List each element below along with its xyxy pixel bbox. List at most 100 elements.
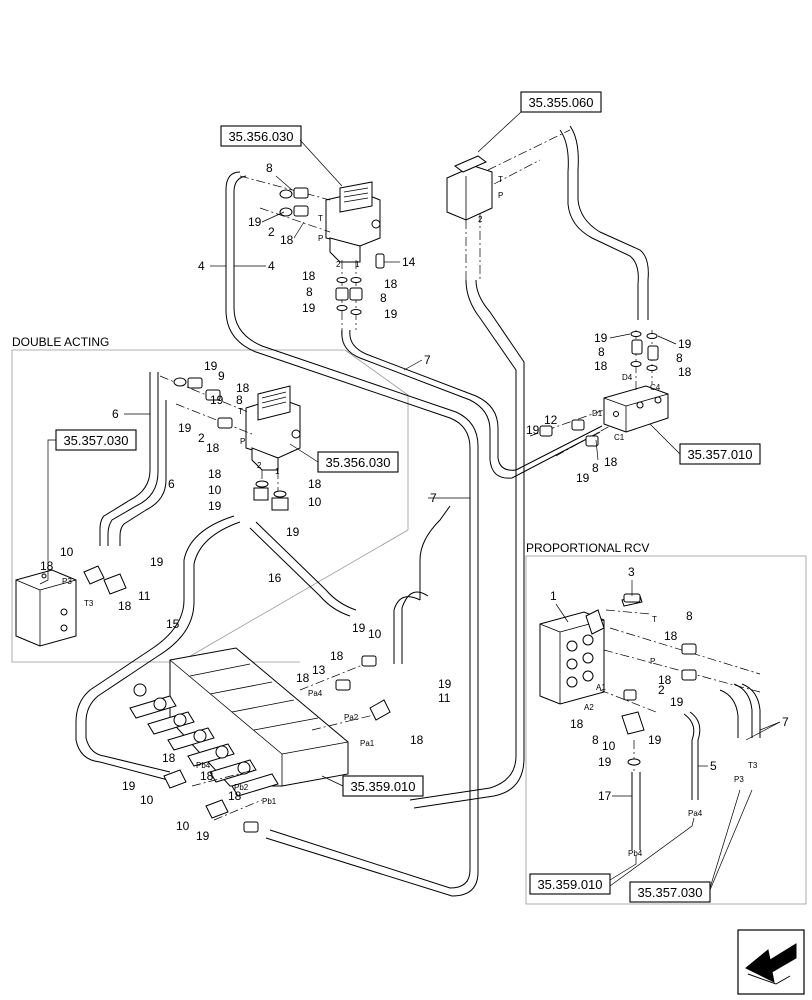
- port-P-mid: P: [240, 437, 245, 446]
- callout-19-v3: 19: [122, 779, 136, 793]
- ref-box-35-357-030-prop[interactable]: 35.357.030: [629, 789, 753, 903]
- port-Pa1: Pa1: [360, 739, 375, 748]
- callout-18-d6: 18: [118, 599, 132, 613]
- port-Pa2: Pa2: [344, 713, 359, 722]
- callout-8-m2: 8: [676, 351, 683, 365]
- callout-8-m3: 8: [592, 461, 599, 475]
- ref-label-35-357-010: 35.357.010: [687, 447, 752, 462]
- port-Pb1: Pb1: [262, 797, 277, 806]
- callout-19-r1: 19: [670, 695, 684, 709]
- joystick-valve-mid: [245, 385, 301, 471]
- ref-label-35-359-010-prop: 35.359.010: [537, 877, 602, 892]
- callout-19a: 19: [302, 301, 316, 315]
- port-D4: D4: [622, 373, 633, 382]
- port-P3: P3: [62, 577, 72, 586]
- ref-label-35-357-030-left: 35.357.030: [63, 433, 128, 448]
- ref-box-35-355-060[interactable]: 35.355.060: [477, 91, 602, 153]
- ref-box-35-359-010-main[interactable]: 35.359.010: [321, 775, 424, 797]
- callout-14: 14: [402, 255, 416, 269]
- callout-2-r: 2: [658, 683, 665, 697]
- callout-19-d3: 19: [178, 421, 192, 435]
- ref-label-35-356-030-top: 35.356.030: [228, 129, 293, 144]
- port-P-rcv: P: [650, 657, 655, 666]
- callout-8-m1: 8: [598, 345, 605, 359]
- ref-box-35-356-030-top[interactable]: 35.356.030: [220, 125, 343, 187]
- callout-18-v2: 18: [296, 671, 310, 685]
- control-valve-bank: [129, 647, 349, 797]
- reference-boxes: 35.355.060 35.356.030 35.356.030 35.357.…: [39, 91, 761, 903]
- port-P-valve: P: [498, 191, 503, 200]
- callout-18-v6: 18: [228, 789, 242, 803]
- port-T-valve: T: [498, 175, 503, 184]
- callout-11-v: 11: [438, 691, 451, 705]
- callout-9: 9: [218, 369, 225, 383]
- ref-label-35-359-010-main: 35.359.010: [350, 779, 415, 794]
- callout-19-d2: 19: [210, 393, 224, 407]
- port-T3-rcv: T3: [748, 761, 758, 770]
- callout-19-v1: 19: [352, 621, 366, 635]
- callout-19-m1: 19: [594, 331, 608, 345]
- callout-15: 15: [166, 617, 180, 631]
- callout-5: 5: [710, 759, 717, 773]
- callout-18-r2: 18: [658, 673, 672, 687]
- callout-8a: 8: [306, 285, 313, 299]
- callout-18-m1: 18: [594, 359, 608, 373]
- port-Pb2: Pb2: [234, 783, 249, 792]
- callout-19-m3: 19: [526, 423, 540, 437]
- port-P3-rcv: P3: [734, 775, 744, 784]
- callout-10-r: 10: [602, 739, 616, 753]
- callout-10-d2: 10: [308, 495, 322, 509]
- port-T-rcv: T: [652, 615, 657, 624]
- callout-8-r1: 8: [686, 609, 693, 623]
- callout-17: 17: [598, 789, 612, 803]
- callout-19-d1: 19: [204, 359, 218, 373]
- callout-8b: 8: [380, 291, 387, 305]
- callout-2: 2: [268, 225, 275, 239]
- double-acting-title: DOUBLE ACTING: [12, 335, 109, 349]
- port-C1: C1: [614, 433, 625, 442]
- ref-box-35-359-010-prop[interactable]: 35.359.010: [529, 817, 695, 895]
- callout-19: 19: [248, 215, 262, 229]
- callout-18-d3: 18: [208, 467, 222, 481]
- callout-1: 1: [550, 589, 557, 603]
- callout-12: 12: [544, 413, 558, 427]
- port-Pa4-rcv: Pa4: [688, 809, 703, 818]
- callout-18-m3: 18: [604, 455, 618, 469]
- port-1-top: 1: [355, 260, 360, 269]
- callout-16: 16: [268, 571, 282, 585]
- proportional-rcv-block: [539, 595, 643, 705]
- valve-35-355-060: [446, 155, 493, 221]
- ref-box-35-357-030-left[interactable]: 35.357.030: [39, 429, 137, 585]
- callout-19-r3: 19: [598, 755, 612, 769]
- callout-19b: 19: [384, 307, 398, 321]
- port-T: T: [318, 214, 323, 223]
- ref-box-35-356-030-mid[interactable]: 35.356.030: [289, 443, 399, 473]
- ref-box-35-357-010[interactable]: 35.357.010: [649, 423, 761, 465]
- fittings: [83, 187, 697, 833]
- callout-8-r2: 8: [592, 733, 599, 747]
- callout-8-d1: 8: [236, 393, 243, 407]
- port-Pb4-rcv: Pb4: [628, 849, 643, 858]
- callout-10-v3: 10: [176, 819, 190, 833]
- callout-18-m2: 18: [678, 365, 692, 379]
- callout-18-d4: 18: [308, 477, 322, 491]
- callout-18-r3: 18: [570, 717, 584, 731]
- port-2-mid: 2: [257, 461, 262, 470]
- callout-19-r2: 19: [648, 733, 662, 747]
- callout-13: 13: [312, 663, 326, 677]
- callout-4a: 4: [198, 259, 205, 273]
- port-A2: A2: [584, 703, 594, 712]
- callout-18-d2: 18: [206, 441, 220, 455]
- port-Pa4: Pa4: [308, 689, 323, 698]
- manifold-block-35-357-010: [603, 385, 669, 433]
- callout-18-d1: 18: [236, 381, 250, 395]
- navigation-arrow-icon[interactable]: [737, 929, 805, 995]
- port-D1: D1: [592, 409, 603, 418]
- callout-18-v3: 18: [410, 733, 424, 747]
- callout-6a: 6: [112, 407, 119, 421]
- callout-10-d1: 10: [208, 483, 222, 497]
- callout-18-v4: 18: [162, 751, 176, 765]
- callout-4b: 4: [268, 259, 275, 273]
- callout-19-d4: 19: [208, 499, 222, 513]
